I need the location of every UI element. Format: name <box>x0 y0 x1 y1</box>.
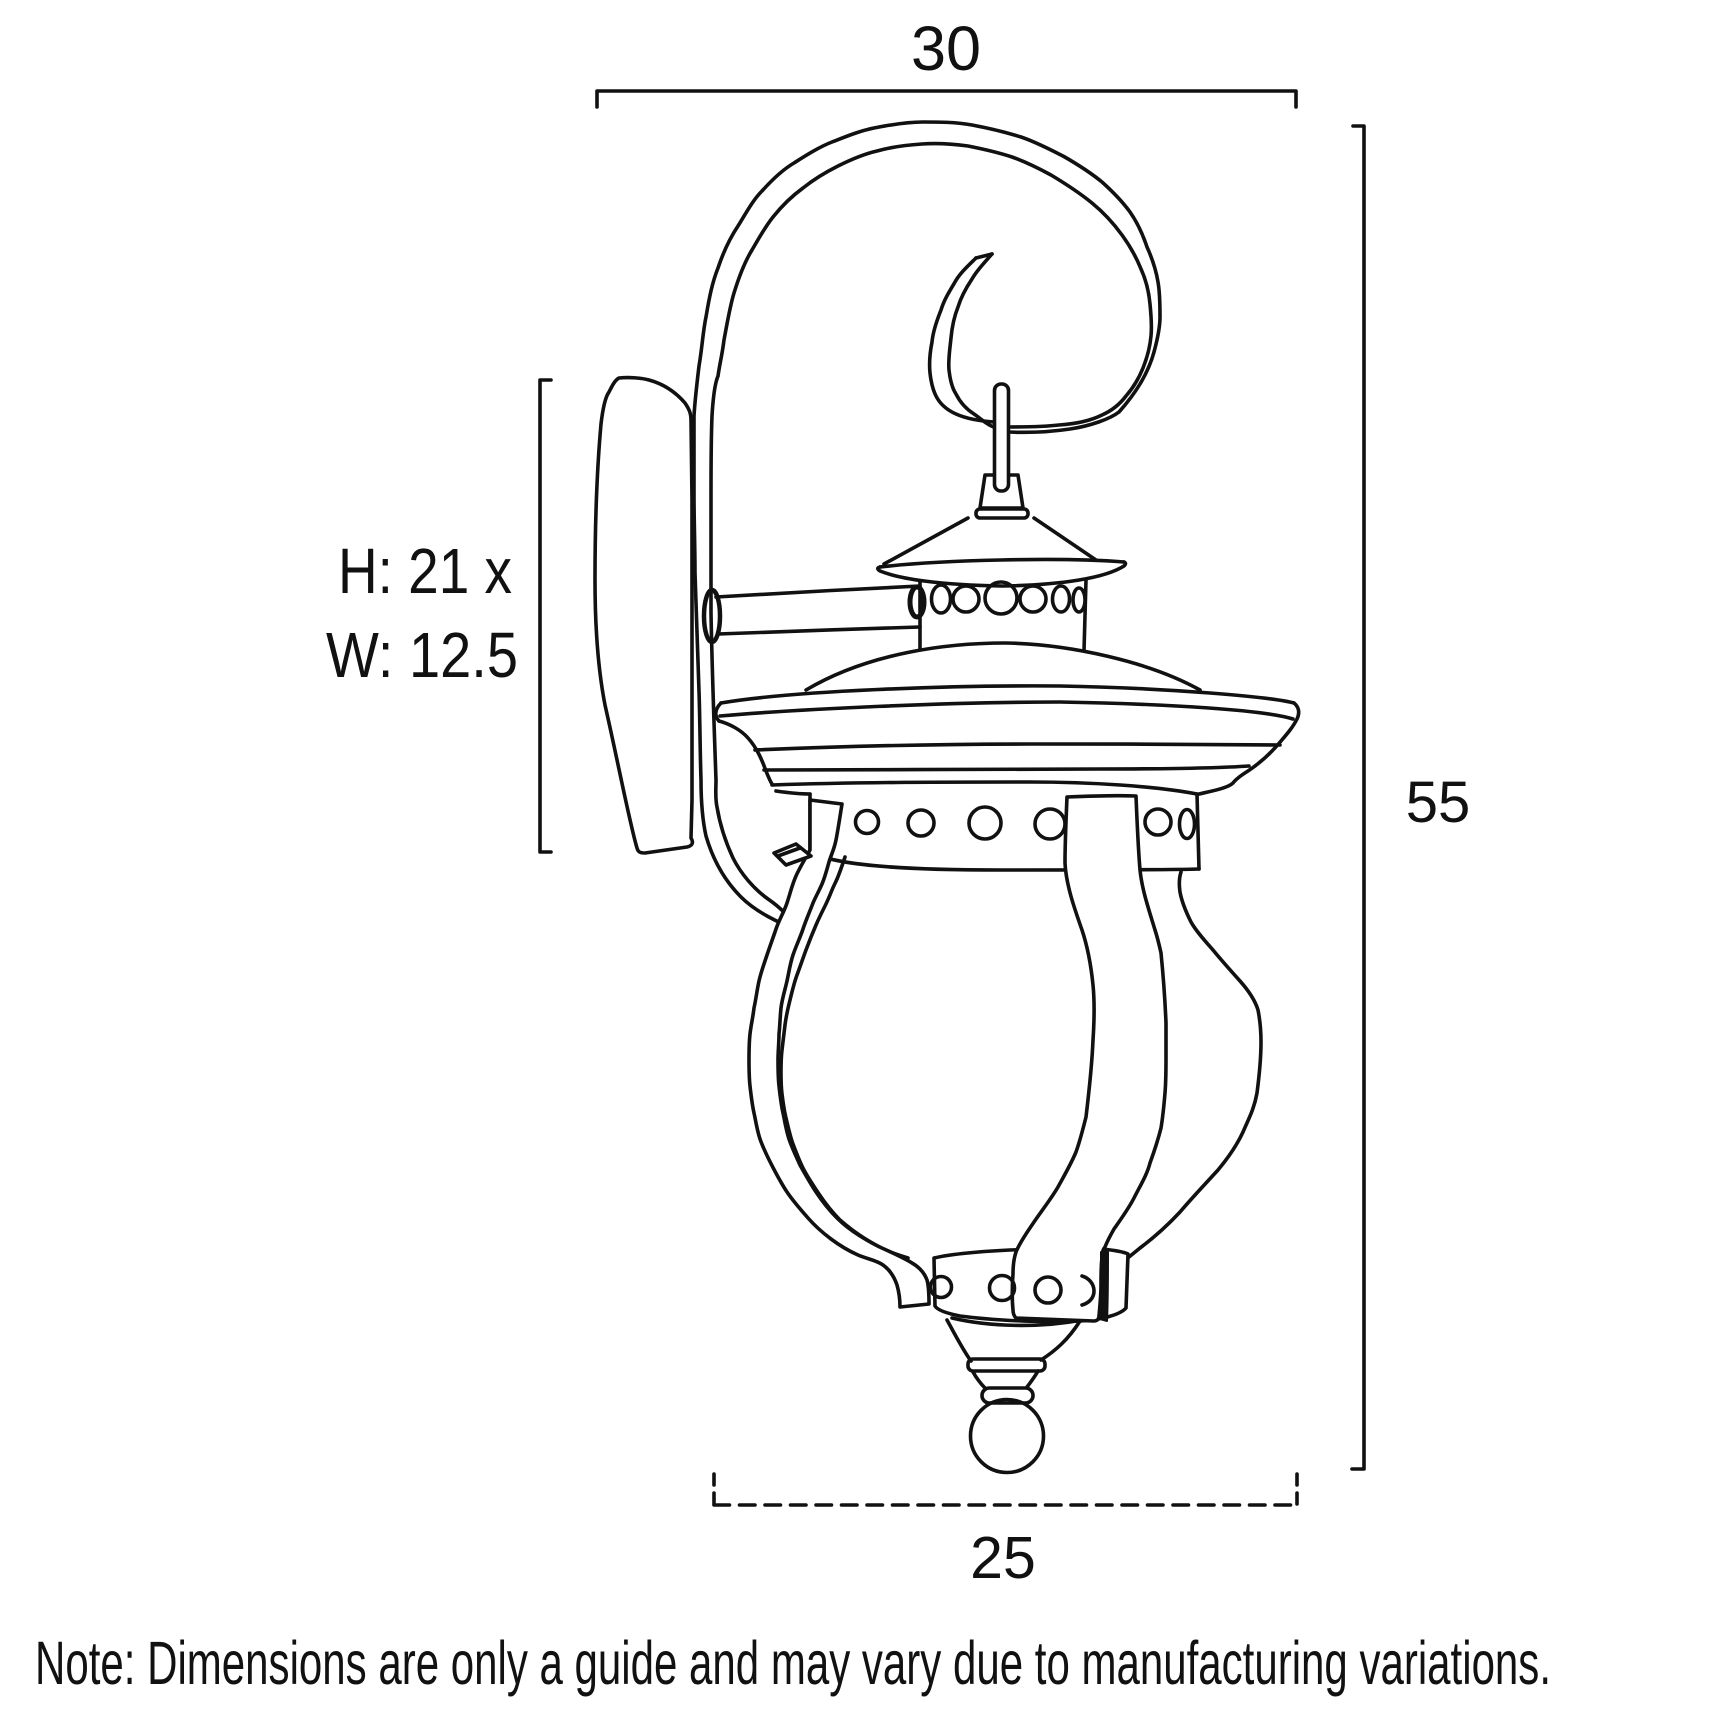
svg-text:55: 55 <box>1406 770 1471 835</box>
svg-text:30: 30 <box>911 14 981 84</box>
svg-text:H: 21 x: H: 21 x <box>338 535 512 607</box>
svg-text:W: 12.5: W: 12.5 <box>326 619 518 691</box>
svg-text:25: 25 <box>970 1525 1036 1591</box>
svg-text:Note: Dimensions are only a gu: Note: Dimensions are only a guide and ma… <box>35 1629 1551 1697</box>
